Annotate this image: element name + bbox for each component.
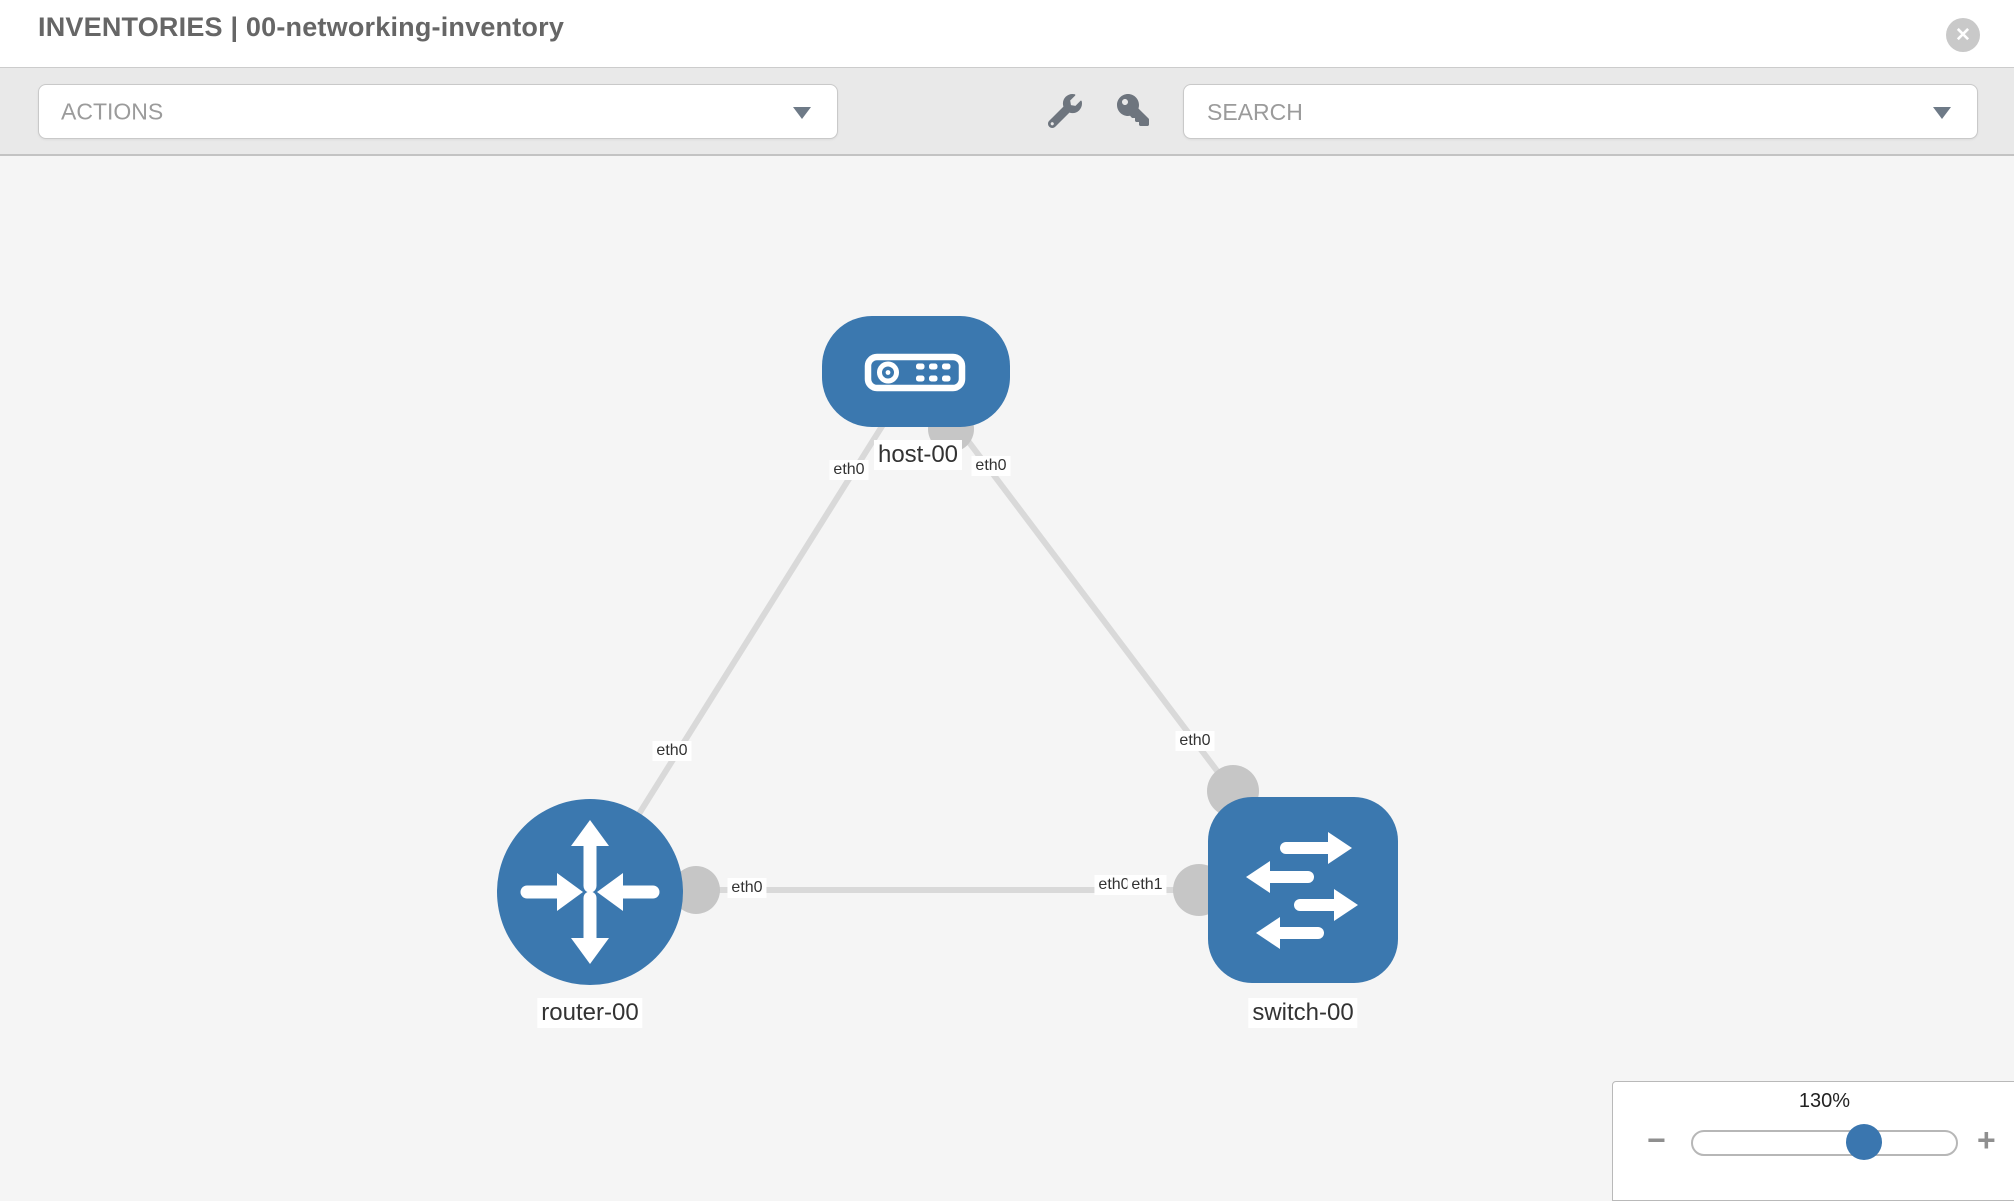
zoom-slider-track[interactable] bbox=[1691, 1124, 1958, 1160]
iface-label-host-eth0-left: eth0 bbox=[829, 460, 869, 480]
search-input[interactable] bbox=[1205, 86, 1909, 139]
actions-dropdown[interactable]: ACTIONS bbox=[38, 84, 838, 139]
iface-label-host-eth0-right: eth0 bbox=[971, 456, 1011, 476]
key-icon[interactable] bbox=[1117, 94, 1149, 131]
toolbar: ACTIONS bbox=[0, 68, 2014, 156]
iface-label-switch-under: eth0 bbox=[1094, 875, 1134, 895]
page-title: INVENTORIES | 00-networking-inventory bbox=[38, 12, 565, 42]
zoom-in-button[interactable]: + bbox=[1977, 1122, 1996, 1158]
router-port bbox=[672, 866, 720, 914]
topology-canvas[interactable]: host-00 eth0 eth0 eth0 eth0 eth0 eth1 et… bbox=[0, 156, 2014, 1201]
node-label-host: host-00 bbox=[873, 440, 963, 470]
node-label-router: router-00 bbox=[537, 998, 643, 1028]
link-host-router[interactable] bbox=[587, 370, 919, 894]
zoom-level-value: 130% bbox=[1798, 1090, 1851, 1112]
search-box[interactable] bbox=[1183, 84, 1978, 139]
zoom-slider-handle[interactable] bbox=[1846, 1124, 1882, 1160]
iface-label-router-eth0: eth0 bbox=[727, 878, 767, 898]
zoom-out-button[interactable]: − bbox=[1647, 1122, 1666, 1158]
chevron-down-icon bbox=[793, 106, 811, 119]
node-switch[interactable] bbox=[1208, 797, 1398, 983]
host-icon bbox=[864, 353, 966, 392]
topology-graph bbox=[497, 316, 1398, 985]
iface-label-switch-eth1: eth1 bbox=[1127, 875, 1167, 895]
iface-label-switch-eth0: eth0 bbox=[1175, 731, 1215, 751]
iface-label-router-eth0-up: eth0 bbox=[652, 741, 692, 761]
wrench-icon[interactable] bbox=[1047, 94, 1082, 133]
router-icon bbox=[520, 820, 660, 964]
node-label-switch: switch-00 bbox=[1248, 998, 1358, 1028]
node-router[interactable] bbox=[497, 799, 683, 985]
header: INVENTORIES | 00-networking-inventory ✕ bbox=[0, 0, 2014, 68]
close-icon: ✕ bbox=[1955, 24, 1971, 46]
close-button[interactable]: ✕ bbox=[1946, 18, 1980, 52]
actions-dropdown-label: ACTIONS bbox=[61, 98, 164, 124]
chevron-down-icon bbox=[1933, 106, 1951, 119]
zoom-panel: 130% − + bbox=[1612, 1081, 2014, 1201]
node-host[interactable] bbox=[822, 316, 1010, 427]
switch-icon bbox=[1246, 832, 1358, 949]
